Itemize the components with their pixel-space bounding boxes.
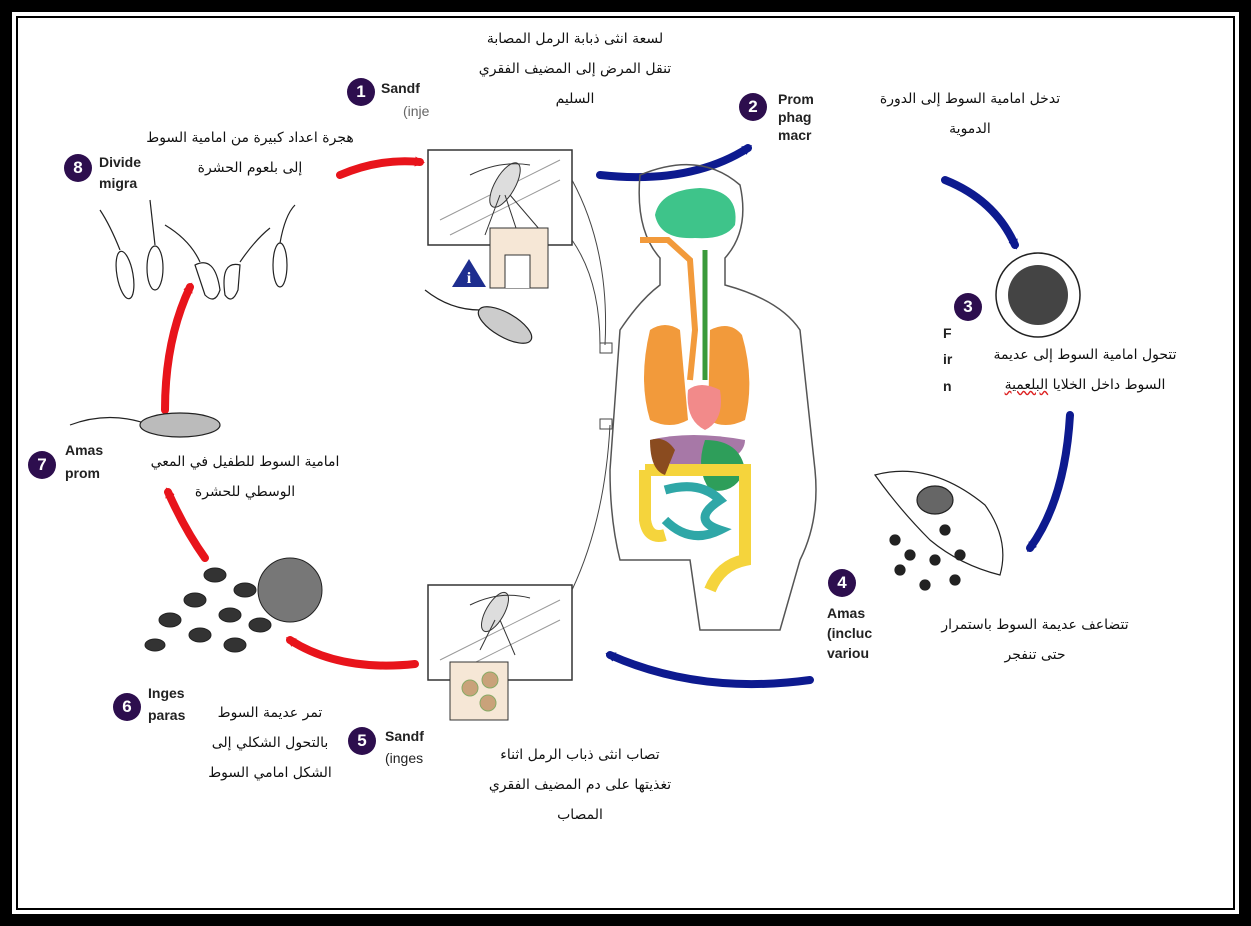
bursting-macrophage	[875, 471, 1003, 590]
note-step-6: تمر عديمة السوط بالتحول الشكلي إلى الشكل…	[170, 698, 370, 788]
note-step-1-line-1: لسعة انثى ذبابة الرمل المصابة	[435, 24, 715, 54]
note-step-6-line-1: تمر عديمة السوط	[170, 698, 370, 728]
note-step-1-line-3: السليم	[435, 84, 715, 114]
sandfly-feeding-box-top	[428, 150, 572, 288]
midgut-promastigote	[70, 413, 220, 437]
note-step-6-line-3: الشكل امامي السوط	[170, 758, 370, 788]
step-7-label-line-1: Amas	[65, 442, 117, 458]
step-3-label-line-2: ir	[943, 351, 957, 367]
note-step-3-line-2b: البلعمية	[1005, 377, 1049, 393]
note-step-5-line-2: تغذيتها على دم المضيف الفقري	[440, 770, 720, 800]
arrow-4-to-5	[610, 655, 810, 684]
step-2-label-line-1: Prom	[778, 91, 822, 107]
note-step-4-line-1: تتضاعف عديمة السوط باستمرار	[900, 610, 1170, 640]
note-step-8-line-1: هجرة اعداد كبيرة من امامية السوط	[115, 123, 385, 153]
svg-text:i: i	[467, 270, 472, 287]
dividing-promastigotes	[100, 200, 295, 300]
step-4-badge: 4	[828, 569, 856, 597]
lungs-left	[644, 325, 688, 425]
note-step-5: تصاب انثى ذباب الرمل اثناء تغذيتها على د…	[440, 740, 720, 830]
connector-lines	[572, 180, 612, 590]
step-2-label-line-3: macr	[778, 127, 822, 143]
arrow-2-to-3	[945, 180, 1015, 245]
note-step-4-line-2: حتى تنفجر	[900, 640, 1170, 670]
step-5-label-line-1: Sandf	[385, 728, 433, 744]
human-figure	[610, 165, 816, 630]
infected-macrophage	[996, 253, 1080, 337]
sandfly-feeding-box-bottom	[428, 585, 572, 720]
note-step-4: تتضاعف عديمة السوط باستمرار حتى تنفجر	[900, 610, 1170, 670]
brain	[655, 188, 736, 238]
step-8-badge: 8	[64, 154, 92, 182]
step-7-badge: 7	[28, 451, 56, 479]
step-4-label-line-1: Amas	[827, 605, 879, 621]
step-7-label-line-2: prom	[65, 465, 117, 481]
step-3-label-line-3: n	[943, 378, 957, 394]
step-5-label-line-2: (inges	[385, 750, 433, 766]
note-step-5-line-3: المصاب	[440, 800, 720, 830]
arrow-7-to-8	[165, 287, 190, 410]
note-step-8-line-2: إلى بلعوم الحشرة	[115, 153, 385, 183]
arrow-1-to-2	[600, 148, 748, 177]
step-3-label-line-1: F	[943, 325, 957, 341]
infective-stage-icon: i	[452, 259, 486, 287]
small-intestine	[665, 487, 720, 536]
step-4-label-line-2: (incluc	[827, 625, 879, 641]
injected-promastigote	[425, 290, 537, 350]
arrow-3-to-4	[1030, 415, 1070, 548]
arrow-5-to-6	[290, 640, 415, 666]
note-step-1: لسعة انثى ذبابة الرمل المصابة تنقل المرض…	[435, 24, 715, 114]
note-step-8: هجرة اعداد كبيرة من امامية السوط إلى بلع…	[115, 123, 385, 183]
ingested-amastigotes	[145, 558, 322, 652]
note-step-7-line-2: الوسطي للحشرة	[115, 477, 375, 507]
step-4-label-line-3: variou	[827, 645, 879, 661]
step-3-badge: 3	[954, 293, 982, 321]
note-step-3-line-2a: السوط داخل الخلايا	[1053, 377, 1166, 393]
note-step-1-line-2: تنقل المرض إلى المضيف الفقري	[435, 54, 715, 84]
note-step-3: تتحول امامية السوط إلى عديمة السوط داخل …	[960, 340, 1210, 400]
step-2-badge: 2	[739, 93, 767, 121]
note-step-5-line-1: تصاب انثى ذباب الرمل اثناء	[440, 740, 720, 770]
note-step-6-line-2: بالتحول الشكلي إلى	[170, 728, 370, 758]
note-step-7: امامية السوط للطفيل في المعي الوسطي للحش…	[115, 447, 375, 507]
step-1-label-line-1: Sandf	[381, 80, 431, 96]
step-1-label-line-2: (inje	[403, 103, 437, 119]
note-step-3-line-1: تتحول امامية السوط إلى عديمة	[960, 340, 1210, 370]
note-step-2-line-2: الدموية	[840, 114, 1100, 144]
note-step-3-line-2: السوط داخل الخلايا البلعمية	[960, 370, 1210, 400]
step-2-label-line-2: phag	[778, 109, 822, 125]
note-step-7-line-1: امامية السوط للطفيل في المعي	[115, 447, 375, 477]
step-1-badge: 1	[347, 78, 375, 106]
note-step-2: تدخل امامية السوط إلى الدورة الدموية	[840, 84, 1100, 144]
note-step-2-line-1: تدخل امامية السوط إلى الدورة	[840, 84, 1100, 114]
step-6-badge: 6	[113, 693, 141, 721]
